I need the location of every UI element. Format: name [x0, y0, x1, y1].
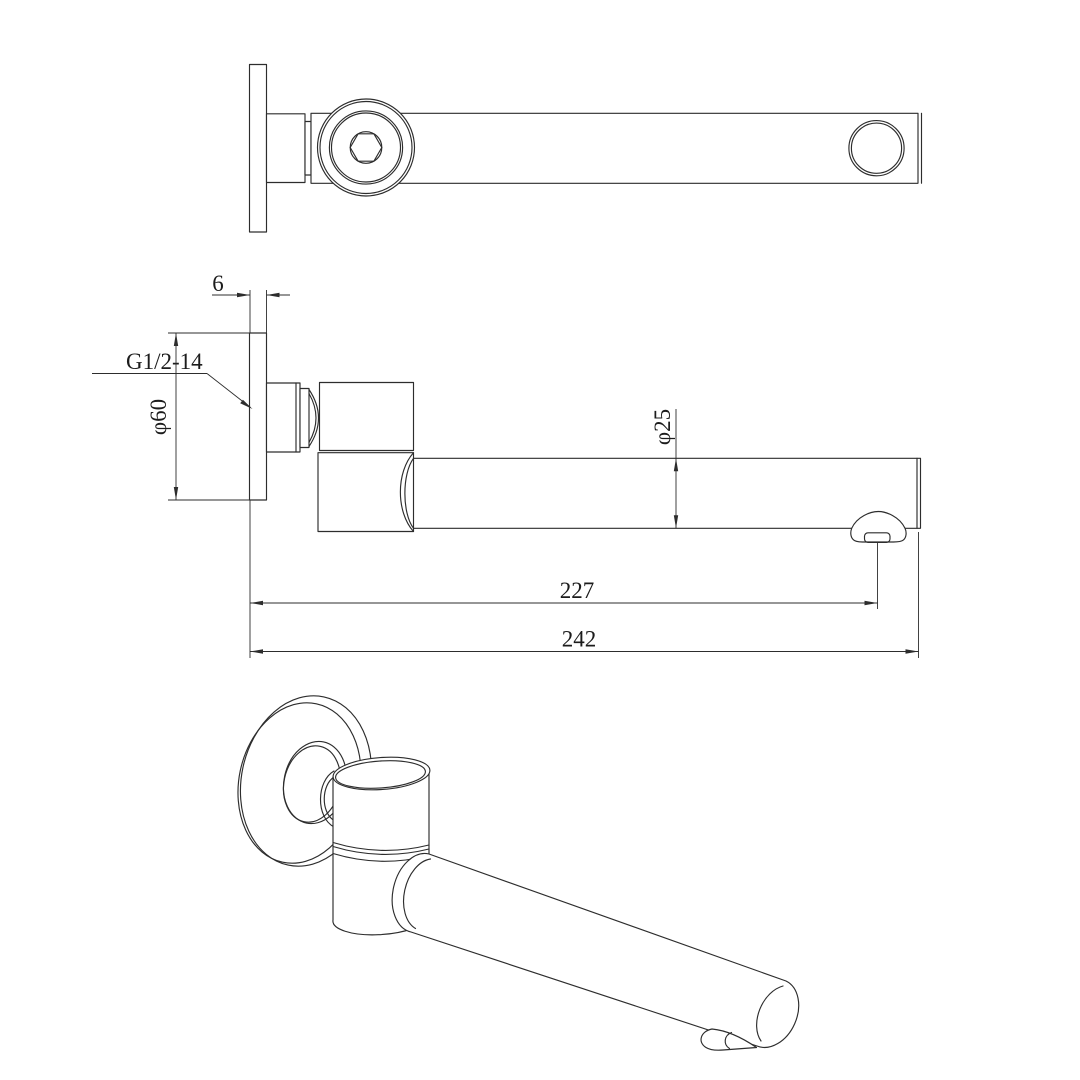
dim-plate-thickness: 6	[212, 271, 290, 333]
hex-socket	[349, 133, 383, 162]
connector-nut-inner-arc	[308, 392, 317, 444]
connector-nut-inner-arc-3d	[323, 776, 335, 822]
inlet-block-plan	[265, 113, 306, 184]
cylinder-top-face-inner-line	[335, 760, 426, 789]
spout-tube-3d	[391, 852, 800, 1048]
aerator-nub-inner-line	[724, 1031, 733, 1050]
inlet-nipple	[265, 382, 301, 453]
side-view: 6 G1/2-14 φ60 φ25	[92, 271, 922, 658]
aerator-face-side	[863, 532, 891, 543]
pivot-ring-inner-line	[330, 112, 402, 183]
inlet-neck-plan	[304, 120, 312, 176]
dim-value-total-reach: 242	[562, 627, 597, 652]
top-view	[248, 63, 923, 233]
arrowhead	[673, 515, 679, 529]
cylinder-seam-arc-1	[332, 841, 430, 851]
tube-back-rim-inner-line	[402, 858, 432, 930]
dim-value-flange-diameter: φ60	[146, 399, 171, 435]
dim-reach-to-aerator: 227	[249, 500, 878, 658]
dim-value-plate-thickness: 6	[212, 271, 224, 296]
perspective-view	[237, 695, 800, 1051]
thread-callout: G1/2-14	[92, 349, 253, 409]
arrowhead	[266, 292, 280, 298]
spout-tip-edge	[916, 457, 922, 529]
housing-transition-inner	[404, 457, 415, 529]
dim-value-reach-to-aerator: 227	[560, 578, 595, 603]
tube-tip-inner-line	[756, 985, 784, 1042]
aerator-housing-side	[850, 510, 907, 543]
pivot-ring-circle	[328, 110, 404, 185]
arrowhead	[250, 649, 263, 654]
pivot-hub-outer-inner-line	[319, 100, 413, 195]
arrowhead	[240, 399, 253, 409]
arrowhead	[173, 487, 179, 500]
housing-transition-outer	[399, 452, 415, 533]
arrowhead	[673, 458, 679, 472]
aerator-nub-3d	[700, 1028, 758, 1051]
cylinder-seam-arc-2	[332, 845, 430, 855]
connector-nut-outer-arc	[308, 388, 319, 448]
arrowhead	[905, 649, 919, 654]
dim-value-spout-diameter: φ25	[650, 409, 675, 445]
pivot-housing-side	[317, 452, 415, 533]
wall-plate-side	[248, 332, 268, 501]
aerator-outer-circle-plan	[848, 120, 905, 177]
dim-total-reach: 242	[250, 532, 919, 658]
arrowhead	[250, 600, 263, 606]
cylinder-top-face	[332, 756, 431, 791]
aerator-inner-circle-plan	[850, 122, 903, 174]
valve-body-side	[318, 381, 415, 452]
dim-flange-diameter: φ60	[146, 332, 267, 501]
arrowhead	[237, 292, 250, 298]
thread-spec-label: G1/2-14	[126, 349, 203, 374]
arrowhead	[864, 600, 878, 606]
arrowhead	[173, 333, 179, 346]
dim-spout-diameter: φ25	[650, 409, 679, 529]
nipple-ring	[299, 387, 310, 449]
connector-nut-outer-arc-3d	[320, 770, 335, 828]
wall-plate-plan	[248, 63, 268, 233]
